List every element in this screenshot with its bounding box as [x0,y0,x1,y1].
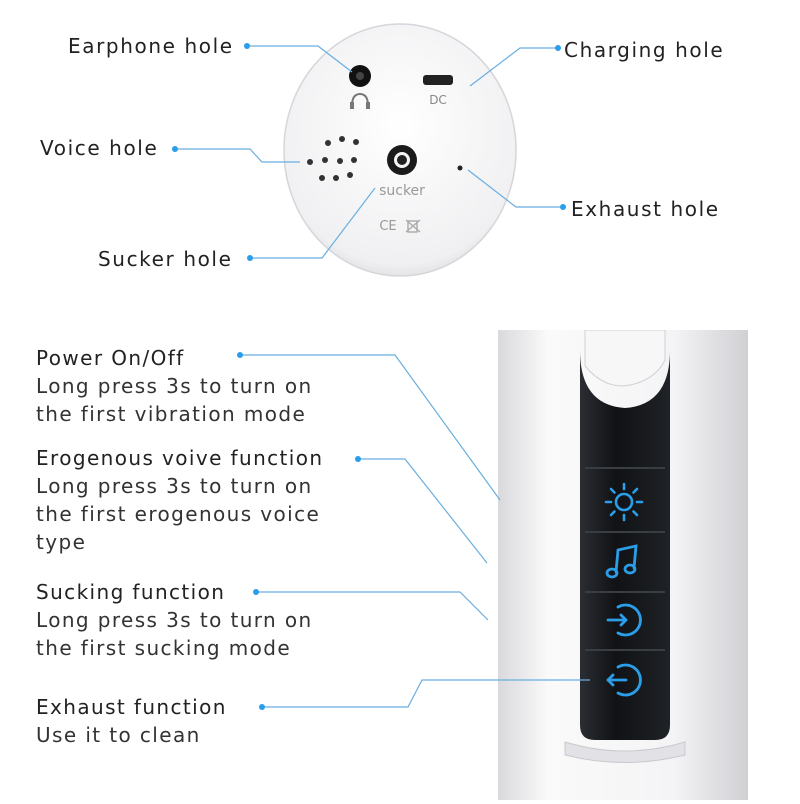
power-function-title: Power On/Off [36,346,185,370]
exhaust-button[interactable] [598,654,650,706]
sucking-function-desc-1: Long press 3s to turn on [36,608,313,632]
device-side-drawing [498,329,748,800]
voice-function-block: Erogenous voive function Long press 3s t… [36,444,323,556]
music-note-icon [605,544,638,579]
ce-mark: CE [379,219,396,234]
exhaust-hole-label: Exhaust hole [571,197,720,221]
earphone-hole-label: Earphone hole [68,34,234,58]
sucking-function-block: Sucking function Long press 3s to turn o… [36,578,313,662]
sucker-label: sucker [379,183,425,199]
voice-function-title: Erogenous voive function [36,446,324,470]
sucker-hole-label: Sucker hole [98,247,233,271]
sucking-function-title: Sucking function [36,580,226,604]
sun-icon [604,482,644,522]
power-function-desc-2: the first vibration mode [36,402,307,426]
power-out-icon [606,663,642,697]
power-function-block: Power On/Off Long press 3s to turn on th… [36,344,313,428]
earphone-hole [349,65,371,109]
voice-button[interactable] [598,536,650,588]
exhaust-hole [457,165,463,171]
device-bottom-view: DC sucker CE [280,20,520,280]
voice-function-desc-2: the first erogenous voice [36,502,321,526]
device-bottom-drawing: DC sucker CE [283,23,517,277]
charging-hole-label: Charging hole [564,38,725,62]
dc-label: DC [429,93,447,107]
power-button[interactable] [598,476,650,528]
device-side-view [490,329,760,800]
power-function-desc-1: Long press 3s to turn on [36,374,313,398]
voice-function-desc-3: type [36,530,87,554]
voice-hole-label: Voice hole [40,136,159,160]
voice-holes [307,136,359,181]
charging-hole: DC [423,75,453,107]
voice-function-desc-1: Long press 3s to turn on [36,474,313,498]
power-in-icon [606,603,642,637]
sucker-hole: sucker [379,145,425,199]
exhaust-function-desc-1: Use it to clean [36,723,201,747]
exhaust-function-title: Exhaust function [36,695,227,719]
sucking-button[interactable] [598,594,650,646]
exhaust-function-block: Exhaust function Use it to clean [36,693,227,749]
sucking-function-desc-2: the first sucking mode [36,636,292,660]
bin-icon [405,219,421,233]
